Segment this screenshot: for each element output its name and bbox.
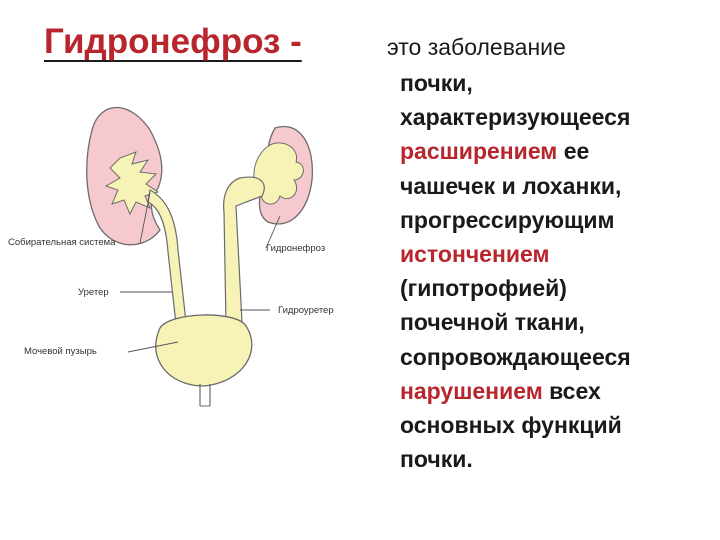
definition-line: основных функций	[400, 408, 712, 442]
highlight-impairment: нарушением	[400, 377, 543, 404]
definition-fragment: прогрессирующим	[400, 206, 615, 233]
definition-line: чашечек и лоханки,	[400, 169, 712, 203]
leader-collecting-system	[139, 192, 151, 244]
definition-fragment: основных функций	[400, 412, 622, 439]
definition-fragment: ее	[557, 138, 590, 165]
definition-fragment: всех	[542, 377, 601, 404]
highlight-dilation: расширением	[400, 138, 558, 165]
definition-line: почки.	[400, 442, 712, 476]
label-hydronephrosis: Гидронефроз	[266, 243, 326, 254]
bladder	[155, 314, 253, 387]
definition-line: характеризующееся	[400, 100, 712, 134]
label-hydroureter: Гидроуретер	[278, 305, 334, 316]
leader-bladder	[127, 341, 179, 353]
urethra	[199, 384, 211, 406]
definition-intro: это заболевание	[387, 34, 566, 60]
definition-line: (гипотрофией)	[400, 271, 712, 305]
left-ureter	[147, 189, 187, 325]
definition-line: истончением	[400, 237, 712, 271]
definition-fragment: почки.	[400, 446, 473, 473]
definition-line: сопровождающееся	[400, 340, 712, 374]
highlight-thinning: истончением	[400, 241, 550, 268]
label-ureter: Уретер	[78, 287, 109, 298]
label-bladder: Мочевой пузырь	[24, 346, 97, 357]
right-hydroureter	[223, 176, 265, 325]
definition-line: прогрессирующим	[400, 203, 712, 237]
definition-line: расширением ее	[400, 134, 712, 168]
slide-title: Гидронефроз -	[44, 22, 302, 61]
definition-line: нарушением всех	[400, 374, 712, 408]
definition-fragment: характеризующееся	[400, 104, 631, 131]
definition-fragment: чашечек и лоханки,	[400, 172, 622, 199]
definition-fragment: сопровождающееся	[400, 343, 631, 370]
definition-text: почки, характеризующееся расширением ее …	[400, 66, 712, 476]
definition-line: почечной ткани,	[400, 305, 712, 339]
definition-fragment: почечной ткани,	[400, 309, 585, 336]
label-collecting-system: Собирательная система	[8, 237, 116, 248]
definition-fragment: почки,	[400, 70, 473, 96]
definition-fragment: (гипотрофией)	[400, 275, 567, 302]
left-collecting-system	[104, 151, 160, 216]
urinary-tract-illustration	[86, 106, 314, 407]
definition-line: почки,	[400, 66, 712, 100]
leader-hydronephrosis	[265, 215, 281, 249]
